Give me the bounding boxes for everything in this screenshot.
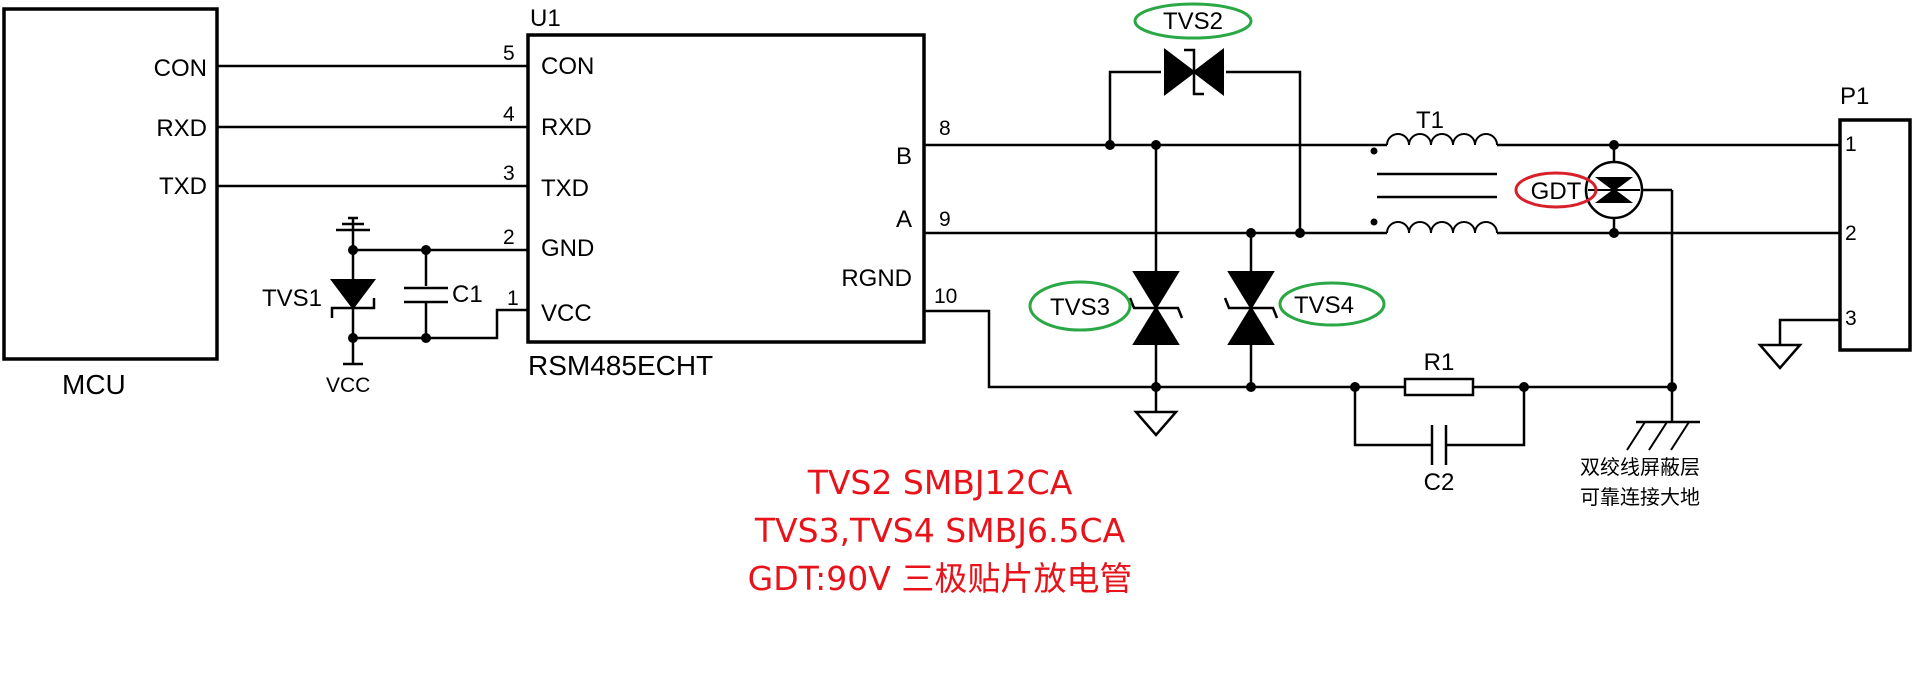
c2-label: C2 (1424, 469, 1455, 496)
c2-capacitor-icon (1430, 425, 1448, 465)
c2-lead-right (1446, 387, 1526, 447)
p1-body (1838, 118, 1912, 352)
tvs2-label: TVS2 (1163, 8, 1223, 35)
mcu-pin-rxd: RXD (156, 115, 207, 142)
t1-choke-icon (1370, 133, 1498, 234)
u1-body (526, 33, 926, 344)
t1-label: T1 (1416, 107, 1444, 134)
c2-lead-left (1353, 387, 1432, 447)
note-tvs2: TVS2 SMBJ12CA (807, 463, 1073, 502)
gdt-group: GDT (1514, 140, 1674, 387)
wire-vcc (353, 308, 528, 340)
r1-resistor-icon (1403, 377, 1475, 397)
u1-pin2-num: 2 (503, 226, 515, 249)
junction-dot (1151, 140, 1161, 150)
tvs4-label: TVS4 (1294, 292, 1354, 319)
ground-triangle-icon (1133, 410, 1179, 437)
junction-dot (1246, 228, 1256, 238)
tvs2-group: TVS2 (1105, 2, 1305, 238)
tvs2-bidirectional-diode-icon (1164, 47, 1224, 97)
junction-dot (1246, 382, 1256, 392)
u1-pin5-name: CON (541, 53, 594, 80)
u1-pin9-num: 9 (939, 208, 951, 231)
note-tvs3-tvs4: TVS3,TVS4 SMBJ6.5CA (754, 511, 1126, 550)
p1-connector: P1 1 2 3 (1757, 83, 1912, 370)
tvs4-bidirectional-diode-icon (1223, 271, 1279, 345)
tvs2-lead-left (1108, 70, 1161, 145)
u1-pin10-name: RGND (841, 265, 912, 292)
p1-pin3-wire (1778, 318, 1840, 345)
u1-part: RSM485ECHT (528, 350, 713, 381)
note-gdt: GDT:90V 三极贴片放电管 (748, 559, 1133, 598)
junction-dot (1295, 228, 1305, 238)
junction-dot (348, 333, 358, 343)
u1-pin5-num: 5 (503, 42, 515, 65)
c1-capacitor-icon (404, 286, 448, 304)
u1-pin1-name: VCC (541, 300, 592, 327)
junction-dot (1105, 140, 1115, 150)
u1-pin8-name: B (896, 143, 912, 170)
shield-note-line1: 双绞线屏蔽层 (1580, 455, 1700, 479)
u1-pin9-name: A (896, 206, 912, 233)
tvs1-label: TVS1 (262, 285, 322, 312)
mcu-pin-con: CON (154, 55, 207, 82)
u1-ref: U1 (530, 5, 561, 32)
u1-pin1-num: 1 (507, 287, 519, 310)
u1-pin3-name: TXD (541, 175, 589, 202)
gdt-label: GDT (1531, 178, 1582, 205)
tvs4-group: TVS4 (1223, 228, 1386, 387)
ground-triangle-icon (1757, 343, 1803, 370)
p1-pin3: 3 (1845, 307, 1857, 330)
u1-pin2-name: GND (541, 235, 594, 262)
u1-pin4-name: RXD (541, 114, 592, 141)
r1-c2-group: R1 C2 (1350, 349, 1529, 496)
tvs4-highlight (1278, 281, 1386, 327)
tvs3-label: TVS3 (1050, 294, 1110, 321)
gdt-tube-icon (1584, 160, 1644, 220)
mcu-block: MCU CON RXD TXD (2, 7, 219, 400)
power-section: TVS1 C1 VCC (262, 216, 528, 397)
junction-dot (421, 333, 431, 343)
tvs3-bidirectional-diode-icon (1128, 271, 1184, 345)
mcu-body (2, 7, 219, 361)
u1-pin10-num: 10 (934, 285, 957, 308)
p1-pin1: 1 (1845, 133, 1857, 156)
ground-icon (336, 216, 370, 232)
c1-label: C1 (452, 281, 483, 308)
tvs2-highlight (1133, 2, 1253, 40)
u1-pin4-num: 4 (503, 103, 515, 126)
tvs3-group: TVS3 (1028, 140, 1184, 387)
r1-label: R1 (1424, 349, 1455, 376)
mcu-pin-txd: TXD (159, 173, 207, 200)
p1-pin2: 2 (1845, 222, 1857, 245)
u1-pin3-num: 3 (503, 162, 515, 185)
gdt-highlight (1514, 171, 1598, 209)
p1-ref: P1 (1840, 83, 1869, 110)
u1-block: U1 RSM485ECHT 5 CON 4 RXD 3 TXD 2 GND 1 … (503, 5, 957, 381)
u1-pin8-num: 8 (939, 117, 951, 140)
wire-rgnd (924, 309, 1672, 389)
shield-note-line2: 可靠连接大地 (1580, 485, 1700, 509)
earth-ground-icon (1626, 382, 1700, 451)
tvs2-lead-right (1226, 70, 1302, 233)
vcc-label: VCC (326, 374, 370, 397)
mcu-label: MCU (62, 369, 126, 400)
tvs3-highlight (1028, 280, 1132, 332)
